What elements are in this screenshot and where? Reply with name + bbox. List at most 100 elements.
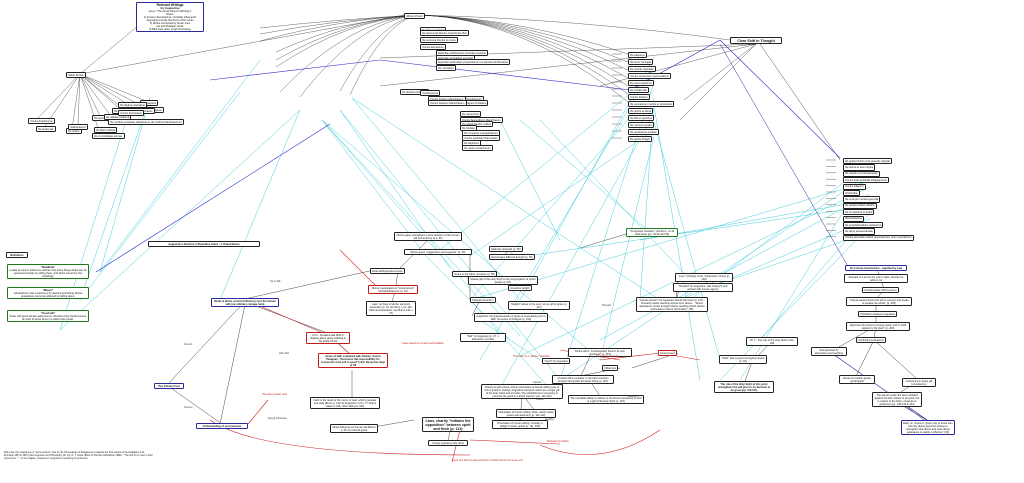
work-node[interactable]: De utilitate credendi: [104, 114, 132, 121]
work-node[interactable]: Contra Faustum Manichaeum: [428, 100, 467, 107]
concept-carnal-concern[interactable]: "Carnal concern" for Augustine blocks th…: [636, 297, 708, 313]
concept-first-grace[interactable]: First Grace God-fashion - signified by L…: [845, 265, 907, 272]
concept-impulsive[interactable]: Impulsive delight: [508, 285, 532, 292]
concept-direct-influence[interactable]: Direct influence on human will (Burns p.…: [330, 424, 378, 434]
work-node[interactable]: De libero arbitrio: [94, 127, 118, 134]
work-node[interactable]: Retractationes: [843, 215, 865, 222]
concept-charity-pride[interactable]: Charity as gift of God, and an orientati…: [481, 384, 563, 400]
concept-faith-fear[interactable]: "Faith" fear is given throughout divine …: [719, 355, 767, 365]
work-node[interactable]: Contra duas epistulas Pelagianorum: [843, 177, 890, 184]
concept-cont-vocation[interactable]: "Congruous Vocation" (Ad Simp. I.2.13 ci…: [626, 228, 678, 238]
concept-divine-constant[interactable]: Divine will is "unchangeably fixed in it…: [568, 348, 632, 358]
concept-mode-divine[interactable]: Mode of divine control (influence) over …: [211, 298, 279, 308]
concept-orient-cupidity[interactable]: Orientation of human willing: Cupidity, …: [492, 420, 548, 430]
concept-evil[interactable]: "Evil" by Augustine (p. 97, 1 discussion…: [460, 333, 506, 343]
concept-early-grace[interactable]: Early on, Grace is "given only to those …: [901, 420, 955, 436]
concept-carnal-causes[interactable]: "Carnal causes drown the will in concern…: [846, 297, 912, 307]
concept-later-charity[interactable]: Later, charity "initiates the opposition…: [422, 417, 474, 433]
concept-divine-manipulation[interactable]: Divine manipulation of "environment" (Ad…: [368, 285, 418, 295]
italian-period-node[interactable]: Italian Period: [66, 72, 86, 79]
definition-box[interactable]: "Misery"relinquishing man's autonomy by …: [7, 287, 89, 300]
work-node[interactable]: Contra Adimantum: [420, 44, 446, 51]
concept-divine-grace[interactable]: Divine grace strengthens a prior decisio…: [394, 232, 462, 242]
concept-desire-earthly[interactable]: Desire for earthly goods (prolonged): [839, 375, 875, 385]
work-node[interactable]: De gratia Christi et de peccato original…: [843, 158, 892, 165]
concept-influences[interactable]: Influences: [602, 365, 619, 372]
work-node[interactable]: Contra Felicem: [628, 94, 650, 101]
concept-person-under[interactable]: The person under the law is divided agai…: [872, 392, 922, 408]
concept-pelagian-freedom[interactable]: Pelagian Freedom: [470, 297, 496, 304]
work-node[interactable]: De dono perseverantiae: [843, 228, 876, 235]
definition-box[interactable]: "Beatitude"a state of mind in which one …: [7, 264, 89, 280]
concept-ch7[interactable]: Ch 7 - The role of the Holy Spirit in Ep…: [746, 337, 798, 347]
work-node[interactable]: De mendacio: [436, 65, 456, 72]
concept-role-holy[interactable]: The role of the Holy Spirit at this poin…: [714, 381, 774, 394]
work-node[interactable]: Contra Iulianum: [843, 183, 866, 190]
work-node[interactable]: De unico baptismo: [628, 80, 654, 87]
concept-created-will[interactable]: Created will is unstable; it can fail to…: [552, 375, 614, 385]
concept-divine-grace-suggest[interactable]: Divine grace "suggestions and supports" …: [404, 249, 472, 256]
concept-later-no-hope[interactable]: Later: no hope of all the elements neces…: [366, 301, 416, 317]
concept-two-primary[interactable]: Two Primary Foci: [154, 383, 184, 390]
work-node[interactable]: De anima et eius origine: [843, 164, 876, 171]
concept-coherence[interactable]: Coherence in grace gift (consistency): [902, 378, 936, 388]
work-node[interactable]: De sermone Domini in monte: [420, 37, 458, 44]
work-node[interactable]: De fide et operibus: [628, 115, 655, 122]
work-node[interactable]: De duabus animabus: [118, 102, 147, 109]
concept-reveals[interactable]: Reveals to a sinner the Law is right, wh…: [844, 274, 908, 284]
work-node[interactable]: De civitate Dei: [628, 87, 650, 94]
concept-shares-gift[interactable]: Shares gift of the Holy Spirit to the co…: [468, 276, 538, 286]
concept-good-aug[interactable]: "Good" by Augustine: [542, 358, 571, 365]
work-node[interactable]: Contra Academicos: [28, 118, 55, 125]
concept-strengthened[interactable]: Strengthened by admonition and teaching: [811, 347, 847, 357]
work-node[interactable]: Soliloquiorum: [68, 124, 89, 131]
concept-grace-faith[interactable]: Grace of faith combined with Charity: Co…: [318, 353, 388, 369]
work-node[interactable]: De perfectione iustitiae: [628, 129, 659, 136]
clear-shift-node[interactable]: Clear Shift in Thought: [730, 37, 782, 45]
work-node[interactable]: De spiritu et littera: [628, 108, 654, 115]
concept-love-tool[interactable]: "Love" (Charity) is the "implement" of l…: [675, 273, 733, 283]
work-node[interactable]: De correptione et gratia: [843, 209, 875, 216]
work-node[interactable]: De natura boni: [460, 111, 482, 118]
definition-box[interactable]: "Good will"those with good will are auto…: [7, 310, 89, 323]
concept-conflicting[interactable]: Conflicting inclinations: [856, 337, 887, 344]
work-node[interactable]: De baptismo: [628, 52, 647, 59]
work-node[interactable]: De beata vita: [36, 126, 56, 133]
concept-augustine-accepts[interactable]: Augustine: the gratuitousness of grace i…: [474, 313, 548, 323]
work-node[interactable]: De gratia et libero arbitrio: [843, 202, 877, 209]
work-node[interactable]: De natura et gratia: [628, 122, 654, 129]
work-node[interactable]: Contra Fortunatum: [118, 110, 145, 117]
concept-external[interactable]: External/Supportive Grace: [370, 268, 405, 275]
concept-understanding[interactable]: Understanding of perseverance: [196, 423, 248, 430]
african-period-node[interactable]: African Period: [404, 13, 425, 20]
concept-reward[interactable]: "Reward" for Augustine. Has Grace(?) and…: [673, 283, 733, 293]
work-node[interactable]: Enchiridion: [843, 190, 861, 197]
concept-delight-gift[interactable]: "Delight" arises in the soul, not as gif…: [508, 301, 570, 311]
concept-orientation[interactable]: Orientation of human willing: Pride, whi…: [496, 409, 556, 419]
concept-ch6[interactable]: Ch 6 - Fundamental Shift in thinking abo…: [306, 332, 350, 345]
concept-environment[interactable]: Environment: [658, 350, 677, 357]
work-node[interactable]: De gestis Pelagii: [628, 136, 652, 143]
work-node[interactable]: Expositio quarundam propositionum ex epi…: [436, 59, 511, 66]
work-node[interactable]: De bono coniugali: [628, 59, 654, 66]
concept-spirit[interactable]: Spirit has the power to choose good, and…: [846, 322, 910, 332]
work-node[interactable]: Contra secundam Iuliani responsionem opu…: [843, 234, 914, 241]
concept-faith-result[interactable]: Faith is the result of the mercy of God,…: [310, 397, 380, 410]
work-node[interactable]: De praedestinatione sanctorum: [843, 222, 884, 229]
work-node[interactable]: De nuptiis et concupiscentia: [843, 170, 880, 177]
concept-instability[interactable]: The inevitable ability to adhere to the …: [568, 395, 644, 405]
work-node[interactable]: De immortalitate animae: [92, 133, 125, 140]
concept-charity-opposes[interactable]: Charity opposes pride (113): [428, 440, 468, 447]
definitions-heading[interactable]: Definitions: [6, 252, 28, 259]
concept-encouraged[interactable]: Encourages different thought (p. 36): [489, 254, 535, 261]
work-node[interactable]: De Genesi ad litteram imperfectus liber: [420, 30, 470, 37]
burns-title-node[interactable]: Augustine's Doctrine of Operative Grace …: [148, 241, 260, 248]
work-node[interactable]: De opere monachorum: [462, 145, 493, 152]
work-node[interactable]: Confessiones: [420, 90, 441, 97]
concept-prohibition[interactable]: Prohibition sharpens appetites: [858, 311, 898, 318]
work-node[interactable]: De cura pro mortuis gerenda: [843, 196, 881, 203]
work-node[interactable]: Contra Cresconium grammaticum: [628, 73, 672, 80]
work-node[interactable]: De sancta virginitate: [628, 66, 656, 73]
concept-conflict[interactable]: Conflict arises within person: [862, 287, 899, 294]
concept-method[interactable]: Methods reviewed (p. 35): [489, 246, 523, 253]
